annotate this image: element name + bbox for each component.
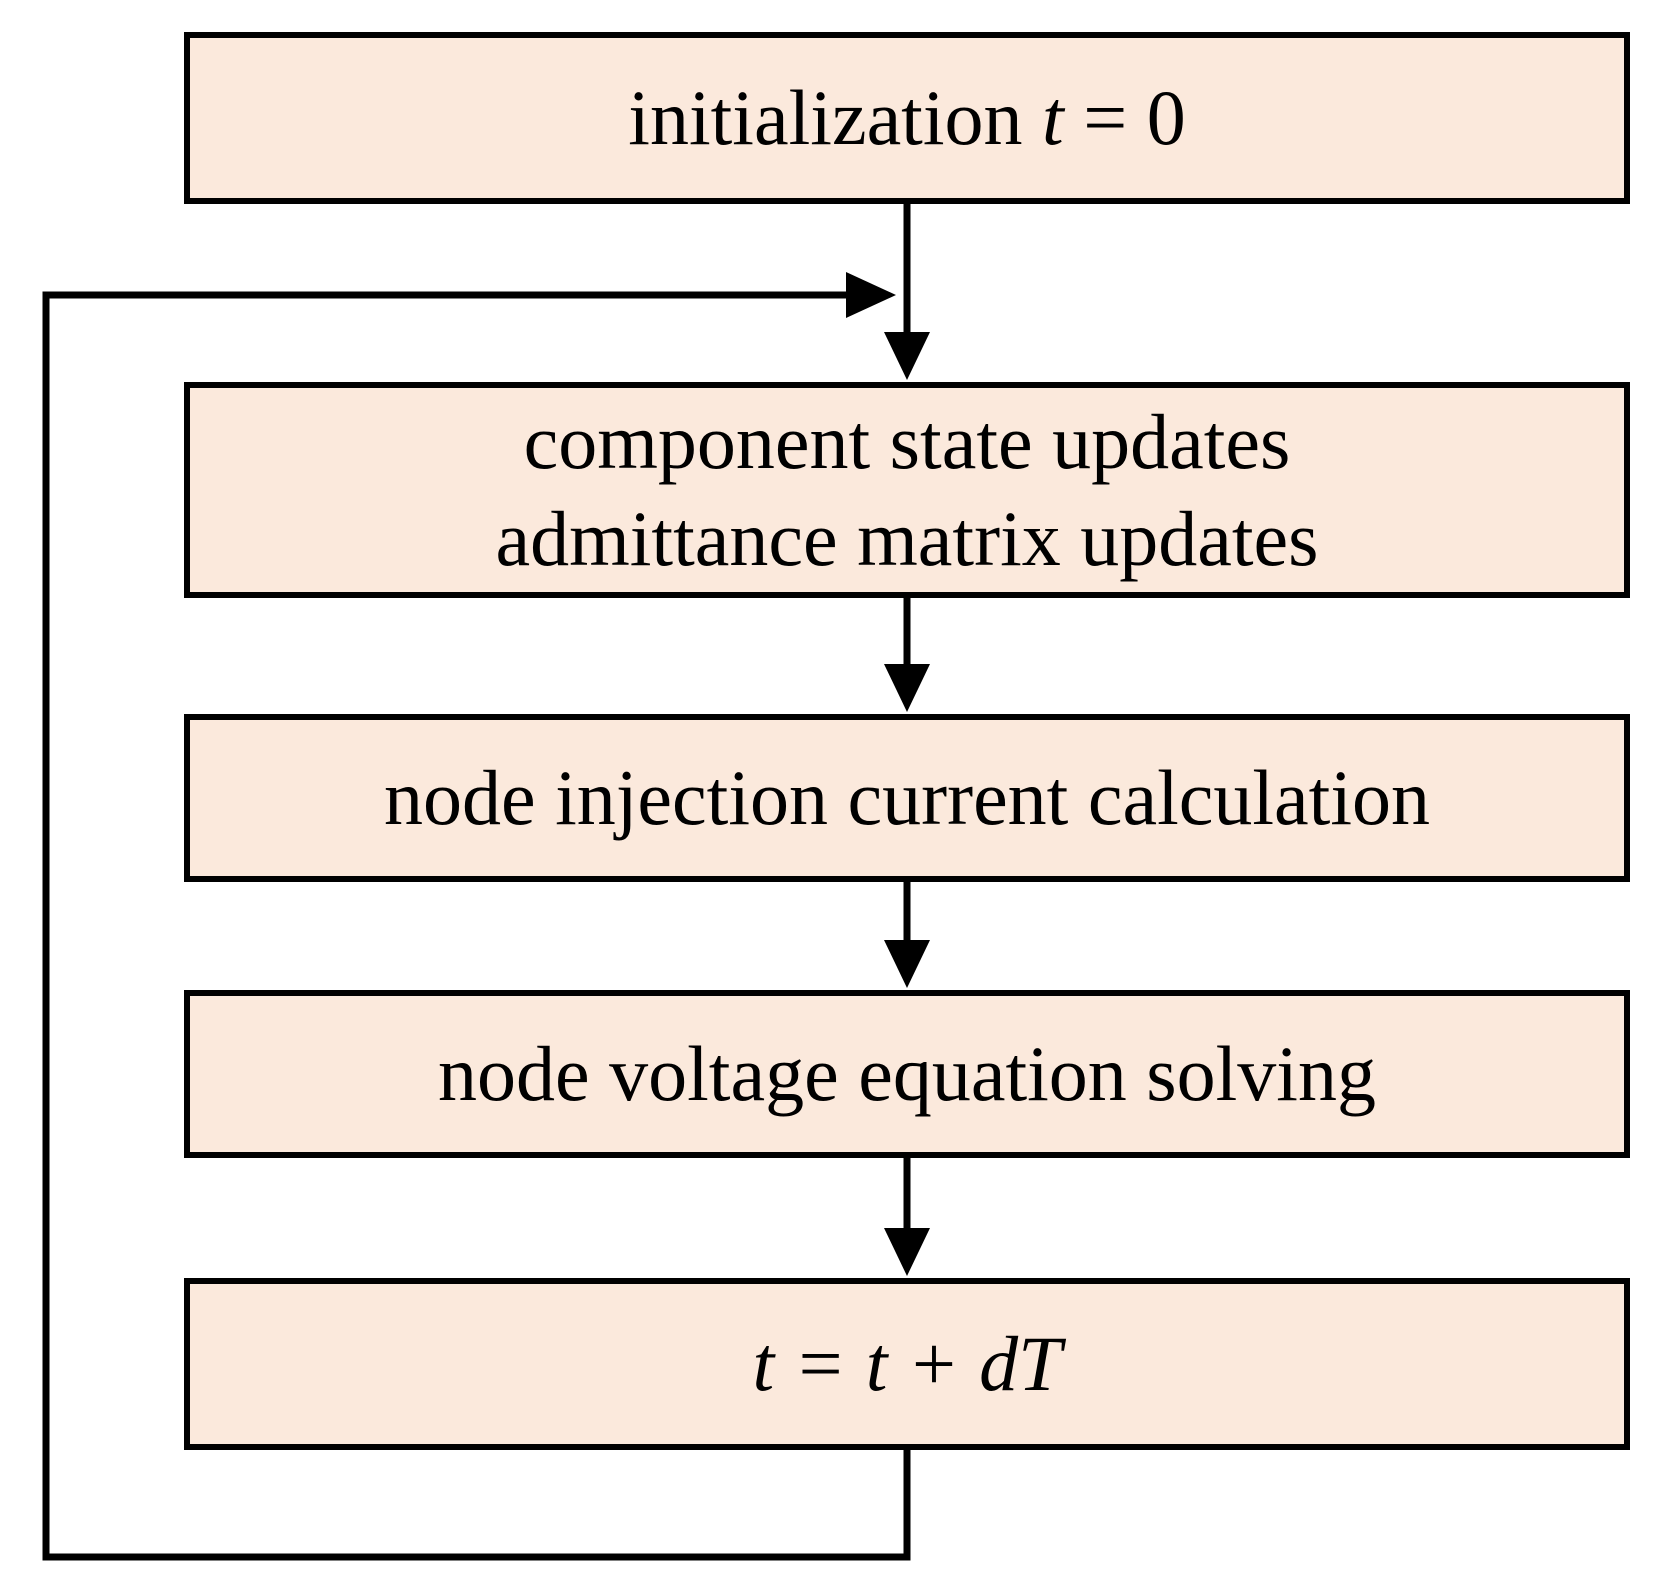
step-voltage-solve-box: node voltage equation solving xyxy=(184,990,1630,1158)
step-voltage-solve-label: node voltage equation solving xyxy=(438,1030,1376,1118)
arrowhead-solve xyxy=(884,940,930,988)
step-time-increment-box: t = t + dT xyxy=(184,1278,1630,1450)
loop-back-connector xyxy=(42,291,911,1561)
step-injection-current-box: node injection current calculation xyxy=(184,714,1630,882)
init-equals-zero: = 0 xyxy=(1063,74,1186,162)
step-component-state-label: component state updates xyxy=(523,397,1291,485)
init-text: initialization xyxy=(628,74,1043,162)
init-time-var: t xyxy=(1042,74,1064,162)
arrowhead-step xyxy=(884,1228,930,1276)
arrowhead-inject xyxy=(884,664,930,712)
step-injection-current-label: node injection current calculation xyxy=(383,754,1431,842)
arrowhead-update xyxy=(884,332,930,380)
step-time-increment-label: t = t + dT xyxy=(752,1320,1062,1408)
step-initialization-box: initialization t = 0 xyxy=(184,32,1630,204)
step-admittance-matrix-label: admittance matrix updates xyxy=(495,495,1319,582)
step-updates-box: component state updates admittance matri… xyxy=(184,382,1630,598)
step-initialization-label: initialization t = 0 xyxy=(628,69,1185,167)
arrowhead-loop-back xyxy=(846,272,896,318)
